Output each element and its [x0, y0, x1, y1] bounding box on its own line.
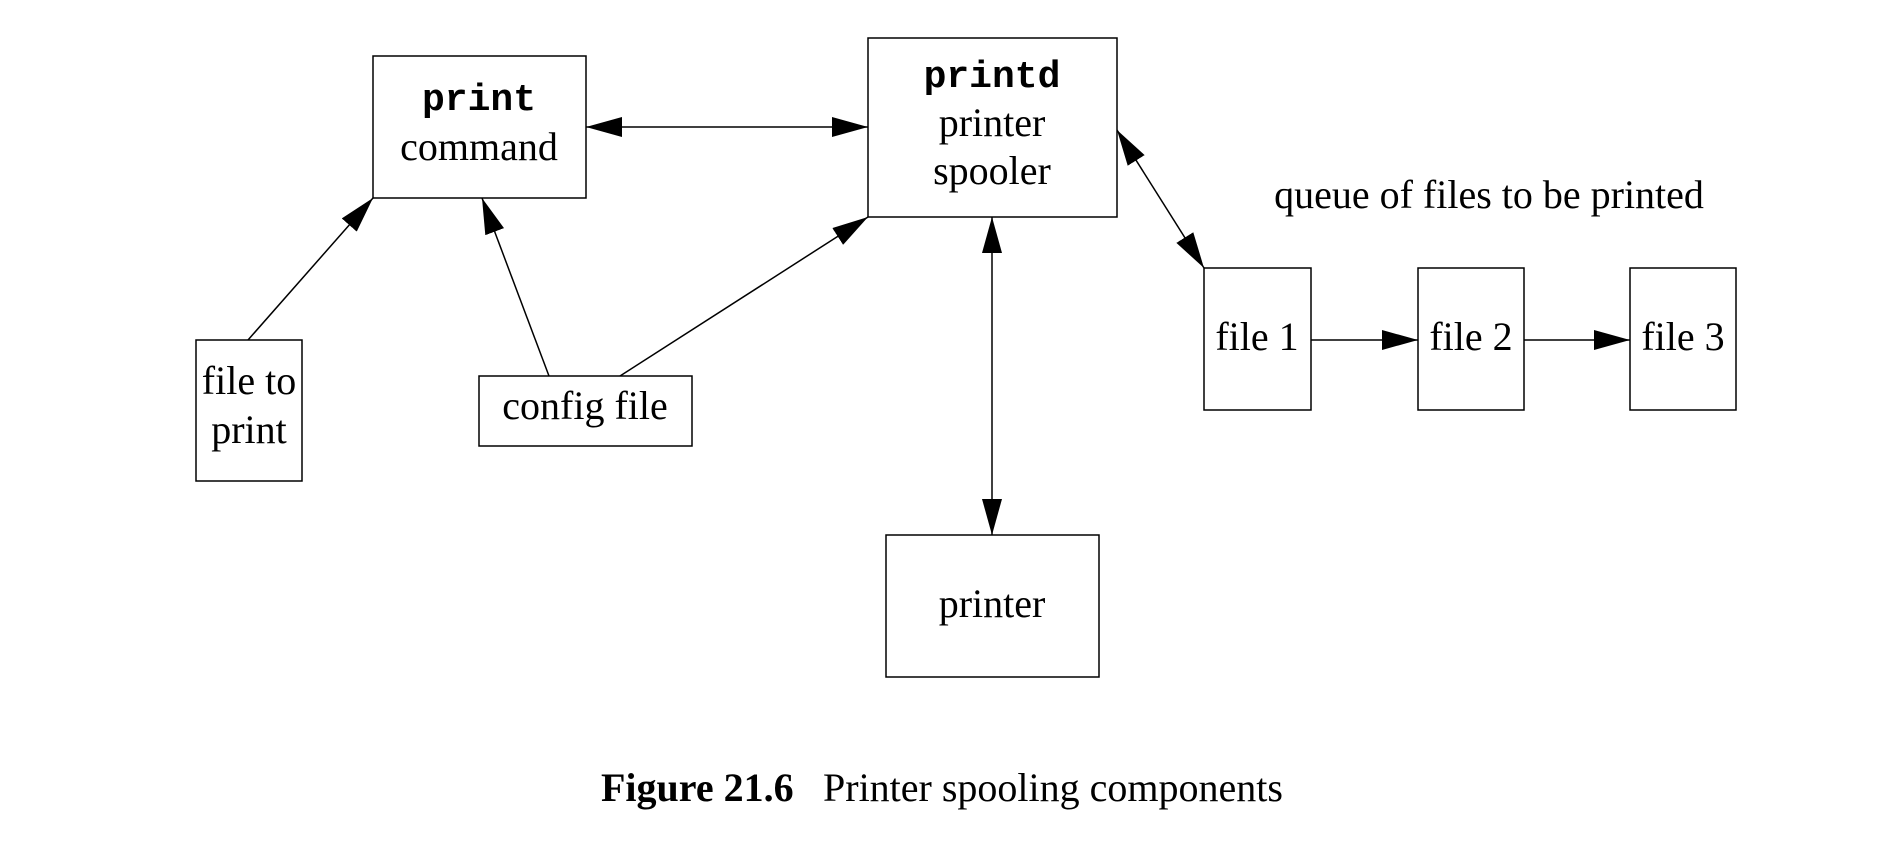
print-command-box: print command — [372, 55, 587, 199]
caption-number: Figure 21.6 — [601, 765, 794, 810]
config-file-box: config file — [478, 375, 693, 447]
print-command-label: command — [400, 124, 558, 169]
queue-file-2-box: file 2 — [1417, 267, 1525, 411]
file-to-print-line1: file to — [202, 358, 296, 403]
figure-caption: Figure 21.6 Printer spooling components — [601, 765, 1283, 810]
queue-file-3-label: file 3 — [1641, 314, 1724, 359]
print-command-name: print — [422, 79, 536, 122]
queue-file-3-box: file 3 — [1629, 267, 1737, 411]
edge-file-to-print-print-command — [247, 197, 374, 341]
edge-config-file-print-command — [481, 197, 550, 377]
printd-spooler-box: printd printer spooler — [867, 37, 1118, 218]
file-to-print-box: file to print — [195, 339, 303, 482]
config-file-label: config file — [502, 383, 668, 428]
file-to-print-line2: print — [211, 407, 287, 452]
printd-name: printd — [924, 56, 1061, 99]
caption-text: Printer spooling components — [823, 765, 1283, 810]
queue-label: queue of files to be printed — [1274, 172, 1704, 217]
printer-label: printer — [939, 581, 1046, 626]
queue-file-1-label: file 1 — [1215, 314, 1298, 359]
edge-config-file-printd — [619, 216, 869, 377]
printd-label-line3: spooler — [933, 148, 1051, 193]
printer-box: printer — [885, 534, 1100, 678]
printd-label-line2: printer — [939, 100, 1046, 145]
queue-file-1-box: file 1 — [1203, 267, 1312, 411]
edge-printd-file1 — [1116, 129, 1205, 269]
queue-file-2-label: file 2 — [1429, 314, 1512, 359]
